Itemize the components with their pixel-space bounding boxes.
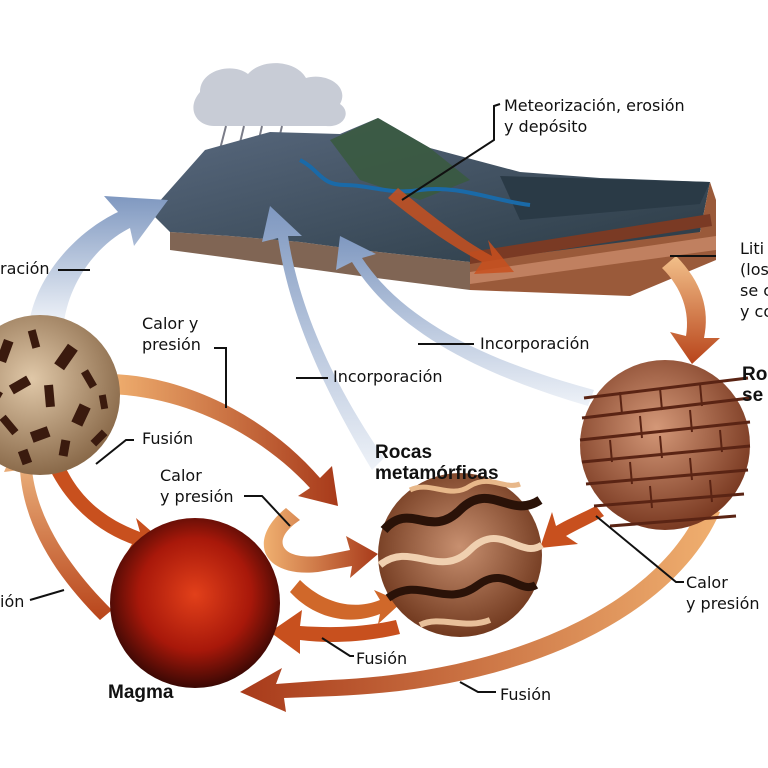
magma-sphere <box>110 518 280 688</box>
heat-pressure-right-line1: Calor <box>686 573 728 592</box>
heat-pressure-top-line1: Calor y <box>142 314 199 333</box>
incorporation-right-label: Incorporación <box>480 334 590 353</box>
sedimentary-title-line2: se <box>742 385 764 406</box>
heat-pressure-top-line2: presión <box>142 335 201 354</box>
metamorphic-rock-sphere <box>377 473 544 637</box>
weathering-label-line1: Meteorización, erosión <box>504 96 685 115</box>
river-shape <box>299 158 531 207</box>
weathering-label-line2: y depósito <box>504 117 588 136</box>
heat-pressure-middle-line2: y presión <box>160 487 234 506</box>
leader-lines <box>29 103 716 693</box>
metamorphic-title-line2: metamórficas <box>375 463 499 484</box>
lithification-label-line4: y co <box>740 302 768 321</box>
process-arrows <box>4 188 720 712</box>
incorporation-left-label: ración <box>0 259 50 278</box>
cloud-shape <box>193 63 346 127</box>
left-side-partial-label: ión <box>0 592 25 611</box>
lithification-label-line2: (los <box>740 260 768 279</box>
heat-pressure-middle-line1: Calor <box>160 466 202 485</box>
fusion-left-label: Fusión <box>142 429 194 448</box>
heat-pressure-right-line2: y presión <box>686 594 760 613</box>
incorporation-center-label: Incorporación <box>333 367 443 386</box>
metamorphic-title-line1: Rocas <box>375 442 433 463</box>
sedimentary-rock-sphere <box>579 360 751 530</box>
fusion-bottom-center-label: Fusión <box>356 649 408 668</box>
fusion-bottom-right-label: Fusión <box>500 685 552 704</box>
lithification-label-line1: Liti <box>740 239 765 258</box>
incorporation-arrows <box>30 196 594 470</box>
lithification-label-line3: se c <box>740 281 768 300</box>
igneous-rock-sphere <box>0 315 120 475</box>
sedimentary-title-line1: Ro <box>742 364 768 385</box>
magma-title: Magma <box>108 682 174 703</box>
